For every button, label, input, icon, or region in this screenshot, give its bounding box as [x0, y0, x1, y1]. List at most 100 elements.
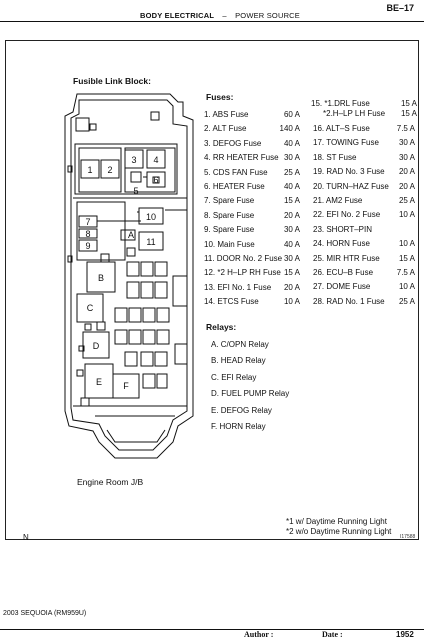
header-rule: [0, 21, 424, 23]
fuse-name: 7. Spare Fuse: [204, 196, 255, 206]
fuse-name: 13. EFI No. 1 Fuse: [204, 282, 272, 292]
diagram-caption: Engine Room J/B: [77, 477, 144, 487]
fuse-name: 19. RAD No. 3 Fuse: [313, 167, 385, 177]
header-dash: –: [222, 11, 227, 20]
footer-author: Author :: [244, 630, 274, 639]
note-2: *2 w/o Daytime Running Light: [286, 527, 392, 536]
relay-item: B. HEAD Relay: [211, 356, 266, 366]
fuse-name: 18. ST Fuse: [313, 152, 357, 162]
fuse-rating: 7.5 A: [396, 268, 415, 277]
header-section: BODY ELECTRICAL – POWER SOURCE: [140, 11, 300, 20]
fuse-name: 16. ALT–S Fuse: [313, 124, 370, 133]
fuses-title: Fuses:: [206, 92, 234, 102]
fuse-row: 28. RAD No. 1 Fuse 25 A: [313, 297, 415, 308]
diagram-label-3: 3: [131, 155, 136, 165]
fuse-rating: 140 A: [279, 124, 300, 134]
fuse-rating: 20 A: [283, 282, 300, 292]
fuse-row: 25. MIR HTR Fuse 15 A: [313, 254, 415, 265]
diagram-label-10: 10: [146, 212, 156, 222]
fuse-name: 15. *1.DRL Fuse: [311, 99, 370, 108]
fuse-row: *2.H–LP LH Fuse 15 A: [323, 109, 417, 120]
fuse-name: 6. HEATER Fuse: [204, 182, 265, 191]
fuse-row: 7. Spare Fuse 15 A: [204, 196, 300, 207]
diagram-label-B: B: [98, 273, 104, 283]
relay-item: A. C/OPN Relay: [211, 340, 269, 349]
fuse-row: 22. EFI No. 2 Fuse 10 A: [313, 210, 415, 221]
fuse-rating: 25 A: [398, 196, 415, 205]
corner-mark: N: [23, 533, 29, 542]
page-code: BE–17: [386, 3, 414, 13]
diagram-label-6: 6: [153, 175, 158, 185]
diagram-label-E: E: [96, 377, 102, 387]
fuse-rating: 60 A: [283, 110, 300, 119]
fuse-name: 23. SHORT–PIN: [313, 224, 372, 234]
fuse-rating: 30 A: [283, 254, 300, 263]
fuse-name: 9. Spare Fuse: [204, 225, 255, 235]
fuse-name: 28. RAD No. 1 Fuse: [313, 296, 385, 306]
diagram-label-8: 8: [85, 229, 90, 239]
fuse-rating: 10 A: [398, 239, 415, 249]
fuse-row: 19. RAD No. 3 Fuse 20 A: [313, 167, 415, 178]
diagram-label-9: 9: [85, 241, 90, 251]
figure-code: I17588: [400, 534, 416, 540]
fuse-rating: 40 A: [283, 239, 300, 249]
fuse-rating: 15 A: [283, 196, 300, 206]
fuse-name: 10. Main Fuse: [204, 239, 255, 249]
diagram-title: Fusible Link Block:: [73, 76, 151, 86]
fuse-row: 20. TURN–HAZ Fuse 20 A: [313, 182, 415, 193]
fuse-row: 10. Main Fuse 40 A: [204, 240, 300, 251]
fuse-rating: 15 A: [398, 253, 415, 263]
fuse-rating: 30 A: [283, 153, 300, 163]
fuse-name: 3. DEFOG Fuse: [204, 138, 262, 148]
fuse-row: 23. SHORT–PIN: [313, 225, 415, 236]
fuse-row: 9. Spare Fuse 30 A: [204, 225, 300, 236]
footer-model: 2003 SEQUOIA (RM959U): [3, 610, 87, 617]
fuse-name: 26. ECU–B Fuse: [313, 268, 374, 277]
diagram-label-4: 4: [153, 155, 158, 165]
fuse-name: 17. TOWING Fuse: [313, 138, 379, 148]
fuse-name: 24. HORN Fuse: [313, 239, 370, 249]
fuse-name: 22. EFI No. 2 Fuse: [313, 210, 381, 220]
fuse-rating: 25 A: [283, 167, 300, 177]
fuse-rating: 10 A: [398, 210, 415, 220]
fuse-name: *2.H–LP LH Fuse: [323, 109, 386, 118]
diagram-label-11: 11: [146, 237, 155, 247]
fuse-row: 4. RR HEATER Fuse 30 A: [204, 153, 300, 164]
header-section-title: BODY ELECTRICAL: [140, 11, 215, 20]
fuse-rating: 20 A: [398, 167, 415, 177]
fuse-name: 21. AM2 Fuse: [313, 196, 363, 205]
fuse-rating: 10 A: [398, 282, 415, 292]
relay-item: E. DEFOG Relay: [211, 405, 272, 415]
note-1: *1 w/ Daytime Running Light: [286, 517, 387, 526]
footer-date: Date :: [322, 630, 343, 639]
diagram-label-D: D: [93, 341, 100, 351]
fuse-name: 4. RR HEATER Fuse: [204, 153, 279, 163]
fuse-name: 25. MIR HTR Fuse: [313, 253, 380, 263]
fuse-rating: 7.5 A: [396, 124, 415, 133]
fuse-row: 5. CDS FAN Fuse 25 A: [204, 168, 300, 179]
fuse-rating: 15 A: [400, 109, 417, 118]
fuse-row: 26. ECU–B Fuse 7.5 A: [313, 268, 415, 279]
fuse-name: 20. TURN–HAZ Fuse: [313, 181, 389, 191]
relay-item: F. HORN Relay: [211, 422, 266, 431]
fuse-name: 5. CDS FAN Fuse: [204, 167, 268, 177]
fuse-rating: 30 A: [398, 152, 415, 162]
fuse-rating: 30 A: [283, 225, 300, 235]
diagram-label-F: F: [123, 381, 129, 391]
relays-title: Relays:: [206, 322, 237, 332]
content-frame: [5, 40, 419, 540]
fuse-rating: 20 A: [398, 181, 415, 191]
fuse-rating: 25 A: [398, 296, 415, 306]
diagram-label-A: A: [128, 230, 134, 240]
fuse-row: 13. EFI No. 1 Fuse 20 A: [204, 283, 300, 294]
fuse-row: 21. AM2 Fuse 25 A: [313, 196, 415, 207]
fuse-rating: 20 A: [283, 210, 300, 220]
diagram-label-C: C: [87, 303, 94, 313]
